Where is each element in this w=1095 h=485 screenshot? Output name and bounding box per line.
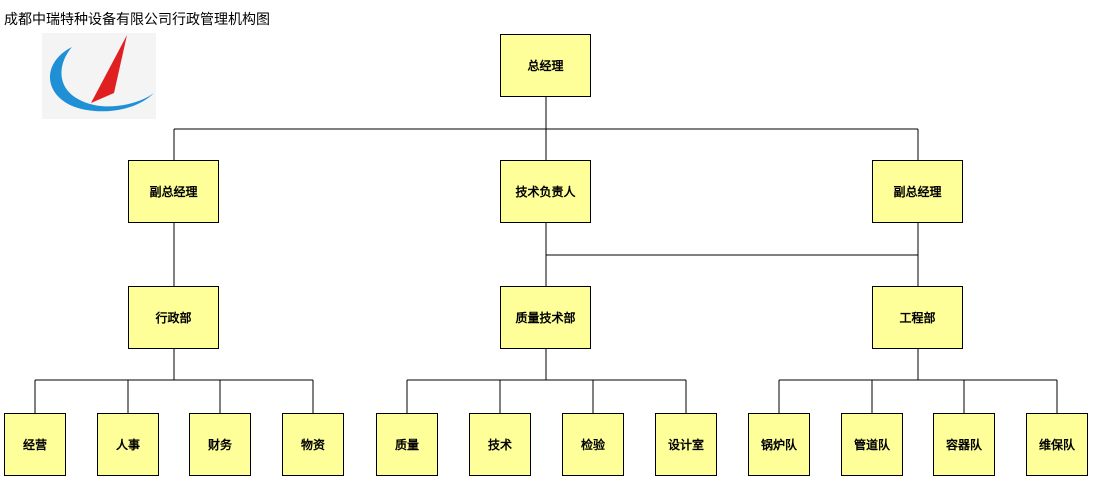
node-admin-unit: 经营 [4, 413, 66, 476]
node-qa-unit: 检验 [562, 413, 624, 476]
node-admin-unit: 物资 [282, 413, 344, 476]
node-qa-unit: 技术 [469, 413, 531, 476]
node-general-manager: 总经理 [500, 34, 591, 97]
node-admin-unit: 财务 [189, 413, 251, 476]
node-eng-unit: 容器队 [933, 413, 995, 476]
node-eng-dept: 工程部 [872, 286, 963, 349]
node-eng-unit: 管道队 [841, 413, 903, 476]
node-tech-lead: 技术负责人 [500, 160, 591, 223]
node-qa-dept: 质量技术部 [500, 286, 591, 349]
node-qa-unit: 设计室 [655, 413, 717, 476]
node-vp-left: 副总经理 [128, 160, 219, 223]
node-qa-unit: 质量 [376, 413, 438, 476]
node-eng-unit: 锅炉队 [748, 413, 810, 476]
node-eng-unit: 维保队 [1026, 413, 1088, 476]
page-title: 成都中瑞特种设备有限公司行政管理机构图 [4, 12, 270, 28]
node-admin-dept: 行政部 [128, 286, 219, 349]
node-admin-unit: 人事 [97, 413, 159, 476]
company-logo-icon [42, 33, 156, 119]
node-vp-right: 副总经理 [872, 160, 963, 223]
